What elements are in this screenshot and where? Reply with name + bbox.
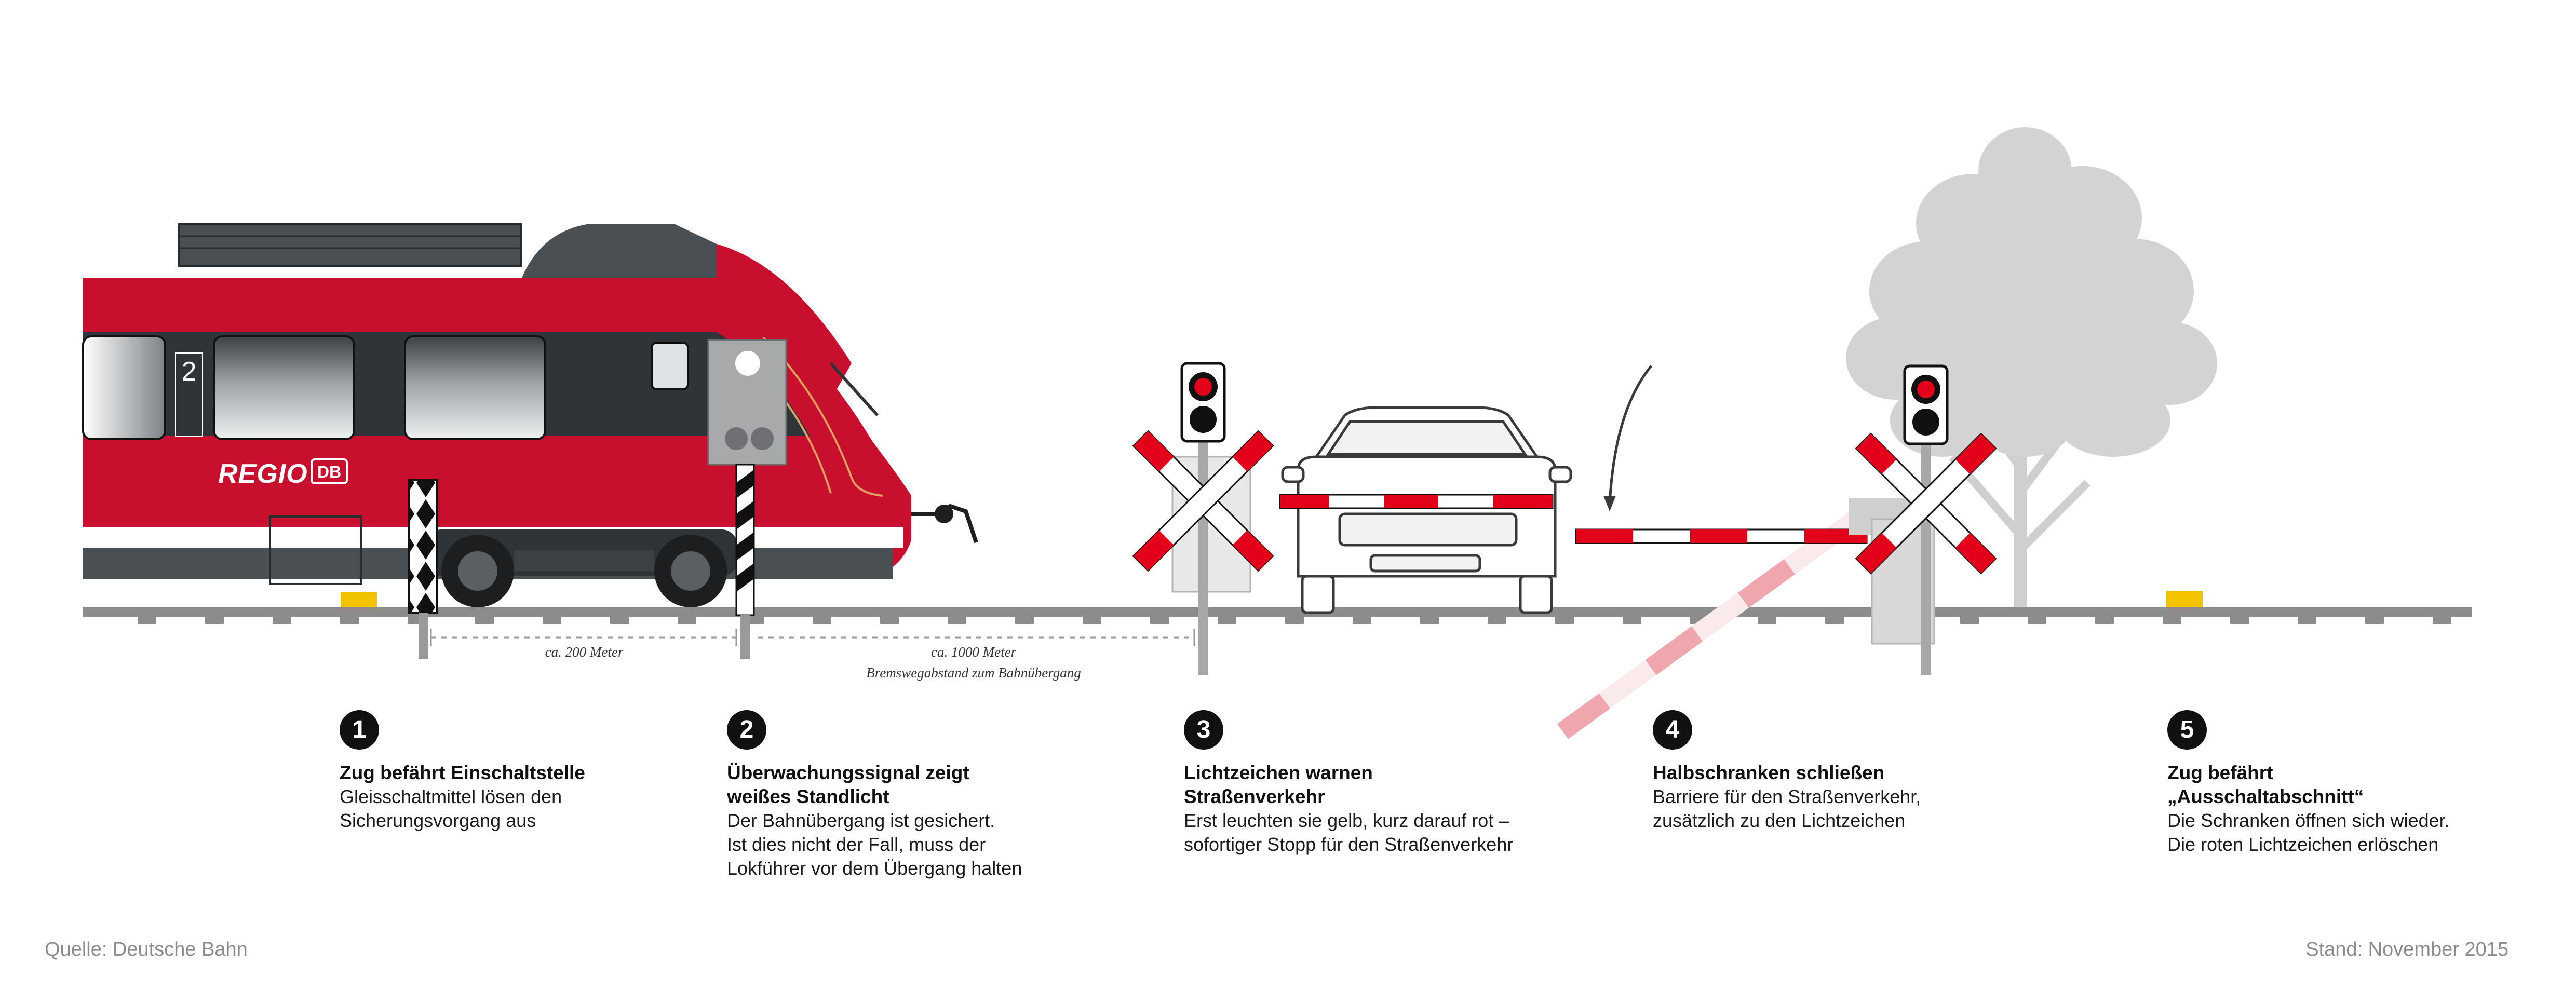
step-1-title: Zug befährt Einschaltstelle xyxy=(340,761,859,785)
step-3-title: Lichtzeichen warnen Straßenverkehr xyxy=(1184,761,1703,809)
track-sleeper xyxy=(1825,617,1844,624)
distance-caption-2: Bremswegabstand zum Bahnübergang xyxy=(866,665,1081,681)
step-1-desc-line: Gleisschaltmittel lösen den xyxy=(340,786,562,807)
step-4-number-badge: 4 xyxy=(1653,710,1692,750)
track-sleeper xyxy=(1150,617,1169,624)
track-sleeper xyxy=(138,617,156,624)
step-5-title-line: „Ausschaltabschnitt“ xyxy=(2167,786,2364,807)
step-2-title-line: weißes Standlicht xyxy=(727,786,889,807)
step-4-title-line: Halbschranken schließen xyxy=(1653,762,1885,783)
train-db-logo: DB xyxy=(317,463,341,481)
step-5-desc-line: Die Schranken öffnen sich wieder. xyxy=(2167,810,2450,831)
track-sleeper xyxy=(1015,617,1034,624)
track-sleeper xyxy=(2298,617,2316,624)
distance-label-1: ca. 200 Meter xyxy=(545,644,624,660)
track-sleeper xyxy=(340,617,359,624)
track-sleeper xyxy=(1623,617,1641,624)
track-sleeper xyxy=(678,617,696,624)
track-contact-1 xyxy=(341,592,377,607)
class-number: 2 xyxy=(182,357,197,387)
step-3-desc-line: sofortiger Stopp für den Straßenverkehr xyxy=(1184,834,1514,855)
step-5-description: Die Schranken öffnen sich wieder. Die ro… xyxy=(2167,809,2576,857)
track-sleeper xyxy=(1218,617,1236,624)
train-brand-label: REGIO xyxy=(218,459,308,489)
step-3: 3 Lichtzeichen warnen Straßenverkehr Ers… xyxy=(1184,710,1703,857)
track-sleeper xyxy=(1488,617,1506,624)
step-2-title-line: Überwachungssignal zeigt xyxy=(727,762,969,783)
step-2-desc-line: Der Bahnübergang ist gesichert. xyxy=(727,810,995,831)
track-sleeper xyxy=(1420,617,1439,624)
step-3-description: Erst leuchten sie gelb, kurz darauf rot … xyxy=(1184,809,1703,857)
track-sleeper xyxy=(205,617,224,624)
track-sleeper xyxy=(813,617,831,624)
step-4: 4 Halbschranken schließen Barriere für d… xyxy=(1653,710,2172,833)
track-sleeper xyxy=(948,617,966,624)
step-5-title: Zug befährt „Ausschaltabschnitt“ xyxy=(2167,761,2576,809)
step-3-title-line: Lichtzeichen warnen xyxy=(1184,762,1373,783)
track xyxy=(83,607,2472,624)
step-5: 5 Zug befährt „Ausschaltabschnitt“ Die S… xyxy=(2167,710,2576,857)
step-1-description: Gleisschaltmittel lösen den Sicherungsvo… xyxy=(340,785,859,833)
step-2-description: Der Bahnübergang ist gesichert. Ist dies… xyxy=(727,809,1246,880)
distance-label-2: ca. 1000 Meter xyxy=(931,644,1017,660)
track-sleeper xyxy=(880,617,899,624)
track-sleeper xyxy=(1758,617,1776,624)
step-5-desc-line: Die roten Lichtzeichen erlöschen xyxy=(2167,834,2439,855)
step-1-number-badge: 1 xyxy=(340,710,379,750)
track-sleeper xyxy=(2163,617,2181,624)
step-2-number-badge: 2 xyxy=(727,710,766,750)
track-sleeper xyxy=(2230,617,2249,624)
track-sleeper xyxy=(1960,617,1979,624)
track-sleeper xyxy=(1555,617,1574,624)
step-1: 1 Zug befährt Einschaltstelle Gleisschal… xyxy=(340,710,859,833)
step-4-description: Barriere für den Straßenverkehr, zusätzl… xyxy=(1653,785,2172,833)
switch-on-marker xyxy=(408,479,438,659)
track-sleeper xyxy=(2095,617,2114,624)
monitoring-signal xyxy=(707,339,787,659)
track-sleeper xyxy=(1285,617,1304,624)
step-3-number-badge: 3 xyxy=(1184,710,1223,750)
car xyxy=(1281,406,1572,614)
step-2-title: Überwachungssignal zeigt weißes Standlic… xyxy=(727,761,1246,809)
step-3-desc-line: Erst leuchten sie gelb, kurz darauf rot … xyxy=(1184,810,1509,831)
crossing-signal-left xyxy=(1132,362,1274,675)
barrier-left xyxy=(1279,494,1554,509)
step-5-title-line: Zug befährt xyxy=(2167,762,2273,783)
step-4-title: Halbschranken schließen xyxy=(1653,761,2172,785)
crossing-signal-right xyxy=(1557,364,1997,739)
step-1-desc-line: Sicherungsvorgang aus xyxy=(340,810,536,831)
track-sleeper xyxy=(2433,617,2451,624)
track-sleeper xyxy=(2028,617,2046,624)
step-5-number-badge: 5 xyxy=(2167,710,2207,750)
step-2-desc-line: Ist dies nicht der Fall, muss der xyxy=(727,834,986,855)
track-contact-2 xyxy=(2166,591,2203,607)
distance-markers xyxy=(430,629,1195,646)
step-1-title-line: Zug befährt Einschaltstelle xyxy=(340,762,585,783)
track-sleeper xyxy=(543,617,561,624)
tree xyxy=(1846,127,2217,613)
track-sleeper xyxy=(1353,617,1371,624)
track-sleeper xyxy=(475,617,494,624)
source-credit: Quelle: Deutsche Bahn xyxy=(45,939,248,960)
step-3-title-line: Straßenverkehr xyxy=(1184,786,1325,807)
date-stamp: Stand: November 2015 xyxy=(2305,939,2508,960)
track-sleeper xyxy=(273,617,291,624)
step-4-desc-line: Barriere für den Straßenverkehr, xyxy=(1653,786,1921,807)
step-4-desc-line: zusätzlich zu den Lichtzeichen xyxy=(1653,810,1906,831)
train: 2 REGIO DB xyxy=(82,223,978,607)
track-sleeper xyxy=(2365,617,2384,624)
track-sleeper xyxy=(610,617,629,624)
step-2-desc-line: Lokführer vor dem Übergang halten xyxy=(727,858,1022,879)
step-2: 2 Überwachungssignal zeigt weißes Standl… xyxy=(727,710,1246,880)
track-sleeper xyxy=(1083,617,1101,624)
